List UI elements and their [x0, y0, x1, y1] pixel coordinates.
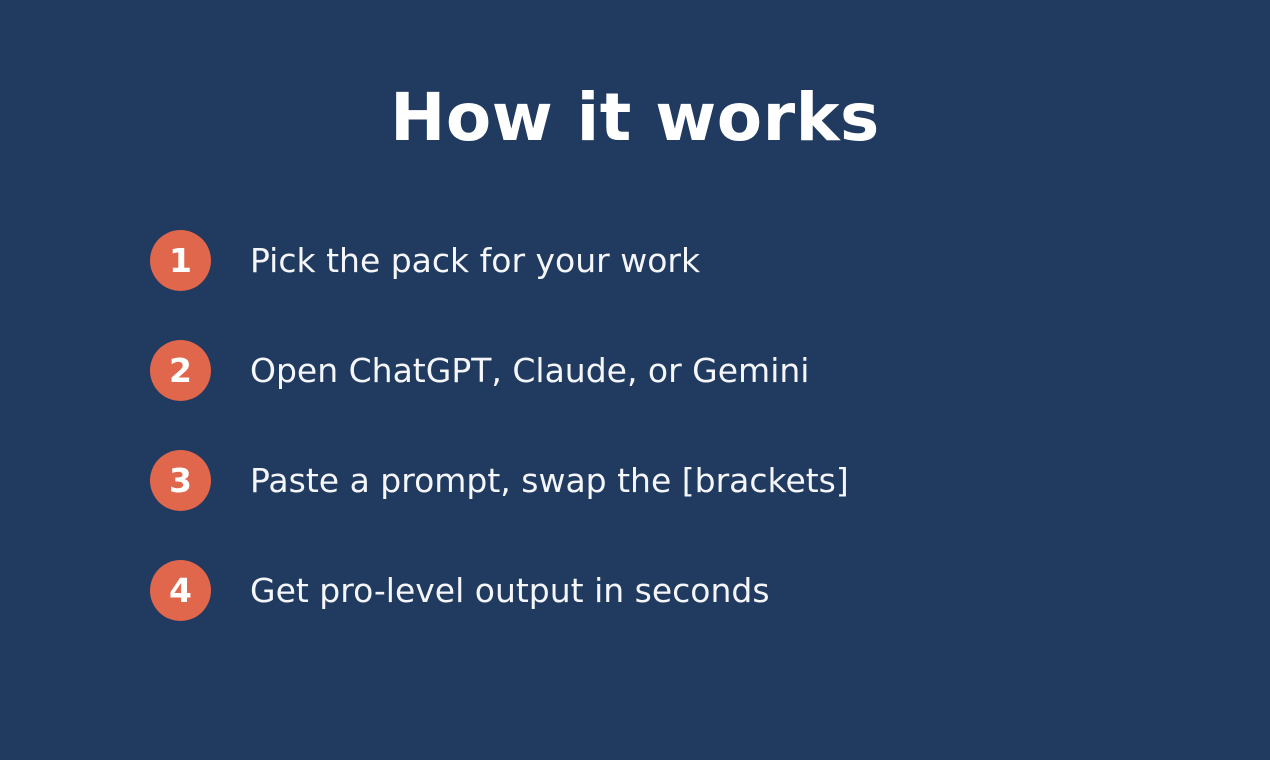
step-number-badge: 3: [150, 450, 211, 511]
step-number-badge: 2: [150, 340, 211, 401]
step-text: Pick the pack for your work: [250, 240, 701, 280]
step-item-3: 3 Paste a prompt, swap the [brackets]: [150, 450, 1150, 511]
step-item-1: 1 Pick the pack for your work: [150, 230, 1150, 291]
step-text: Open ChatGPT, Claude, or Gemini: [250, 350, 810, 390]
step-item-4: 4 Get pro-level output in seconds: [150, 560, 1150, 621]
step-number-badge: 4: [150, 560, 211, 621]
step-item-2: 2 Open ChatGPT, Claude, or Gemini: [150, 340, 1150, 401]
step-number-badge: 1: [150, 230, 211, 291]
step-text: Get pro-level output in seconds: [250, 570, 770, 610]
page-title: How it works: [390, 79, 880, 156]
steps-list: 1 Pick the pack for your work 2 Open Cha…: [150, 230, 1150, 621]
step-text: Paste a prompt, swap the [brackets]: [250, 460, 849, 500]
